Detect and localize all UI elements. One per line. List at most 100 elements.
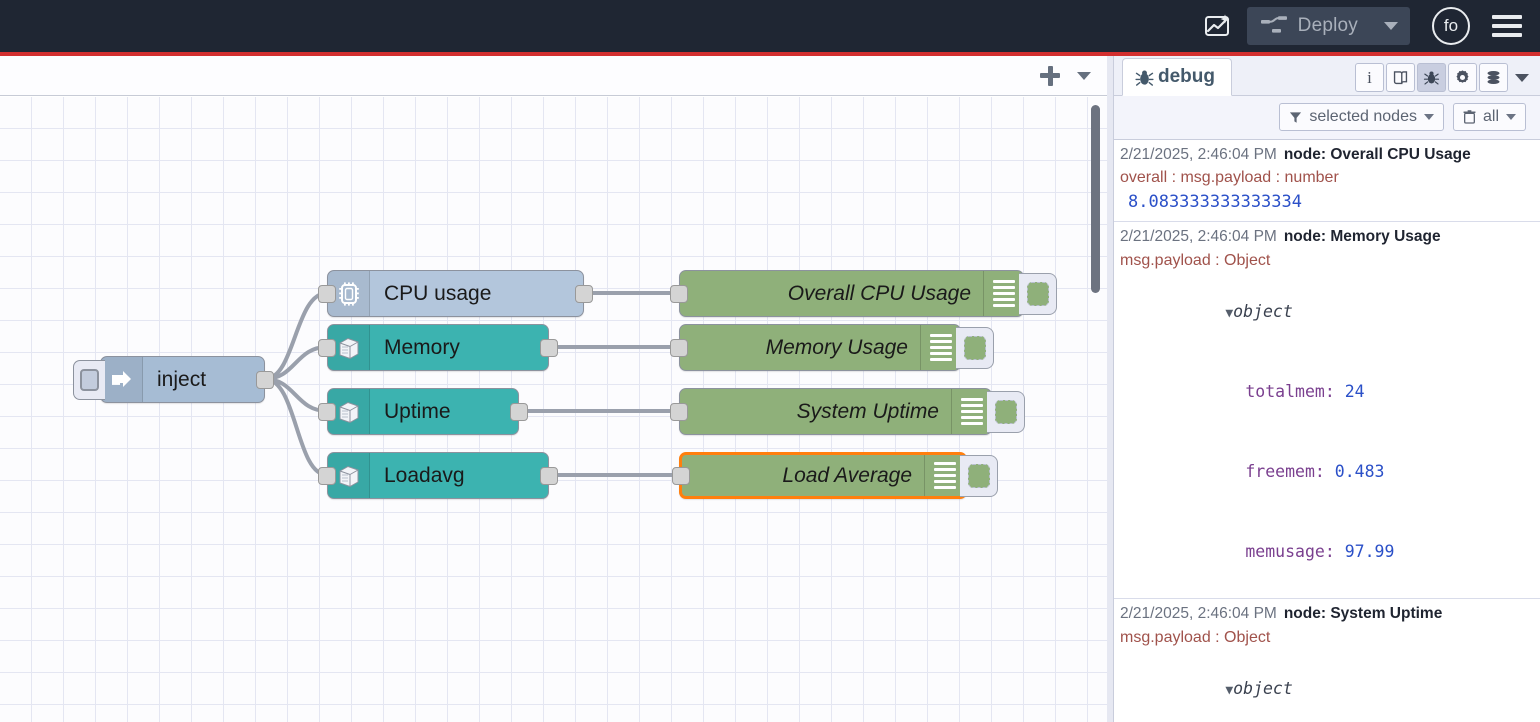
debug-toggle-button[interactable] (956, 326, 994, 369)
debug-message[interactable]: 2/21/2025, 2:46:04 PM node: Overall CPU U… (1114, 140, 1540, 223)
flow-node-label: Uptime (384, 399, 451, 423)
debug-message-header: 2/21/2025, 2:46:04 PM node: Overall CPU U… (1120, 144, 1532, 166)
output-port[interactable] (510, 402, 528, 421)
flow-node-memory[interactable]: Memory (318, 324, 558, 371)
flow-node-label: CPU usage (384, 281, 492, 305)
debug-node-label: System Uptime (796, 399, 939, 423)
add-flow-button[interactable] (1033, 59, 1067, 93)
debug-lines-icon (924, 455, 964, 496)
output-port[interactable] (575, 284, 593, 303)
debug-node-label: Memory Usage (765, 335, 908, 359)
debug-toggle-button[interactable] (1019, 272, 1057, 315)
debug-message[interactable]: 2/21/2025, 2:46:04 PM node: System Uptime… (1114, 599, 1540, 722)
sidebar-more-button[interactable] (1510, 63, 1534, 92)
debug-object-field: totalmem: 24 (1245, 381, 1365, 401)
sidebar-icon-group: i (1355, 63, 1534, 95)
context-stack-icon[interactable] (1479, 63, 1508, 92)
chevron-down-icon (1423, 114, 1434, 120)
debug-source-node: node: System Uptime (1283, 605, 1443, 623)
deploy-nodes-icon (1260, 16, 1287, 33)
flow-node-label: Memory (384, 335, 460, 359)
input-port[interactable] (318, 402, 336, 421)
deploy-dropdown-caret[interactable] (1374, 7, 1408, 45)
canvas-vertical-scrollbar[interactable] (1091, 105, 1100, 293)
debug-source-node: node: Memory Usage (1283, 228, 1441, 246)
debug-clear-button[interactable]: all (1452, 103, 1526, 131)
output-port[interactable] (256, 370, 274, 389)
debug-timestamp: 2/21/2025, 2:46:04 PM (1120, 146, 1277, 163)
funnel-icon (1290, 111, 1302, 123)
collapse-triangle-icon[interactable]: ▼ (1225, 305, 1234, 321)
panel-divider[interactable] (1107, 56, 1113, 722)
deploy-button-main[interactable]: Deploy (1247, 7, 1374, 45)
debug-filter-label: selected nodes (1309, 108, 1417, 125)
debug-toggle-button[interactable] (960, 454, 998, 497)
debug-node-overall-cpu-usage[interactable]: Overall CPU Usage (670, 270, 1057, 317)
flow-tab-bar (0, 56, 1113, 96)
inject-trigger-button[interactable] (73, 359, 105, 400)
deploy-label: Deploy (1297, 15, 1358, 36)
debug-toggle-button[interactable] (987, 390, 1025, 433)
sidebar-tab-row: debug i (1114, 56, 1540, 96)
input-port[interactable] (670, 402, 688, 421)
chevron-down-icon (1506, 114, 1516, 120)
debug-source-node: node: Overall CPU Usage (1283, 146, 1471, 163)
debug-message-list[interactable]: 2/21/2025, 2:46:04 PM node: Overall CPU U… (1114, 139, 1540, 722)
flow-node-label: inject (157, 367, 207, 391)
app-header: Deploy fo (0, 0, 1540, 52)
collapse-triangle-icon[interactable]: ▼ (1225, 682, 1234, 698)
debug-node-load-average[interactable]: Load Average (672, 452, 998, 499)
input-port[interactable] (318, 466, 336, 485)
deploy-button[interactable]: Deploy (1246, 7, 1410, 45)
debug-object-root[interactable]: ▼object (1225, 678, 1293, 698)
debug-filter-selected-nodes[interactable]: selected nodes (1279, 103, 1444, 131)
debug-object-field: memusage: 97.99 (1245, 542, 1395, 561)
config-gear-icon[interactable] (1448, 63, 1477, 92)
flow-sparkle-icon[interactable] (1197, 7, 1237, 45)
chevron-down-icon (1384, 22, 1398, 30)
tab-debug[interactable]: debug (1122, 58, 1232, 96)
tab-debug-label: debug (1158, 66, 1215, 87)
debug-lines-icon (951, 389, 991, 434)
debug-value: 8.083333333333334 (1128, 191, 1302, 212)
debug-node-label: Overall CPU Usage (787, 281, 971, 305)
debug-clear-label: all (1482, 108, 1499, 125)
input-port[interactable] (670, 284, 688, 303)
header-accent-line (0, 52, 1540, 56)
info-icon[interactable]: i (1355, 63, 1384, 92)
input-port[interactable] (318, 284, 336, 303)
debug-timestamp: 2/21/2025, 2:46:04 PM (1120, 605, 1277, 623)
debug-object-root[interactable]: ▼object (1225, 301, 1293, 321)
wire-inject-cpu (263, 291, 329, 381)
inject-trigger-icon (80, 368, 99, 391)
debug-object-field: freemem: 0.483 (1245, 461, 1385, 481)
wire-layer (263, 291, 681, 477)
help-book-icon[interactable] (1386, 63, 1415, 92)
output-port[interactable] (540, 338, 558, 357)
debug-lines-icon (983, 271, 1023, 316)
debug-node-memory-usage[interactable]: Memory Usage (670, 324, 994, 371)
flow-node-loadavg[interactable]: Loadavg (318, 452, 558, 499)
flow-node-uptime[interactable]: Uptime (318, 388, 528, 435)
debug-message-header: 2/21/2025, 2:46:04 PM node: System Uptime (1120, 603, 1532, 625)
user-avatar[interactable]: fo (1432, 7, 1470, 45)
flow-node-inject[interactable]: inject (73, 356, 274, 403)
bug-icon (1135, 69, 1154, 86)
input-port[interactable] (670, 338, 688, 357)
flow-node-cpu-usage[interactable]: CPU usage (318, 270, 593, 317)
avatar-label: fo (1443, 16, 1459, 35)
debug-node-system-uptime[interactable]: System Uptime (670, 388, 1025, 435)
debug-bug-icon[interactable] (1417, 63, 1446, 92)
chevron-down-icon (1515, 73, 1529, 82)
input-port[interactable] (318, 338, 336, 357)
output-port[interactable] (540, 466, 558, 485)
trash-icon (1463, 110, 1476, 124)
arrow-right-icon (101, 357, 143, 402)
flow-canvas[interactable]: inject CPU usage (0, 97, 1113, 722)
flow-list-menu-button[interactable] (1067, 59, 1101, 93)
input-port[interactable] (672, 466, 690, 485)
chevron-down-icon (1077, 71, 1091, 80)
hamburger-menu-icon[interactable] (1492, 10, 1522, 42)
